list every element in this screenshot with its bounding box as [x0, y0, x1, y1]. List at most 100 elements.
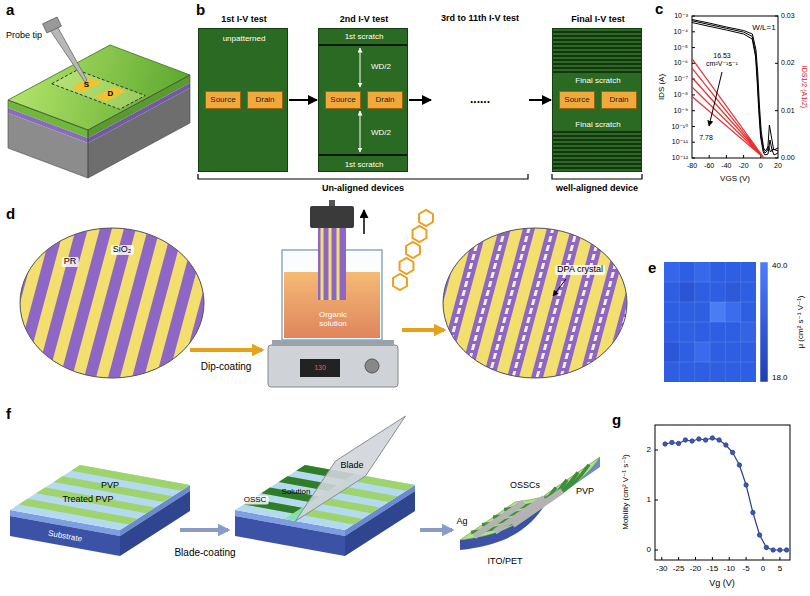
mobility-map-part [664, 262, 756, 382]
probe-tip-part [43, 17, 62, 33]
mobility-chart-part-part [757, 533, 761, 537]
device-block-part-part [71, 78, 102, 93]
transfer-chart-part [692, 20, 778, 153]
mobility-chart-part [663, 436, 789, 552]
mobility-chart-part-part [784, 548, 788, 552]
tick-label: -15 [707, 565, 719, 574]
dip-coater-part [393, 210, 433, 290]
tick-label: 0 [761, 565, 765, 574]
mobility-map-part [710, 362, 725, 382]
device-block [8, 45, 190, 178]
tick-label: 0 [759, 162, 763, 170]
mobility-chart-part [655, 450, 780, 560]
tick-label: 10⁻⁵ [674, 44, 688, 52]
annotation: Probe tip [6, 31, 42, 41]
flexible-device-part [474, 491, 562, 537]
patterned-wafer-part-part-part [159, 200, 227, 410]
mobility-chart-part-part [710, 436, 714, 440]
electrode-pad: Drain [247, 91, 283, 109]
patterned-wafer-part [0, 200, 252, 410]
annotation: 130 [314, 364, 326, 372]
axis-title: μ (cm² s⁻¹ V⁻¹) [797, 295, 806, 348]
transfer-chart-part [692, 59, 764, 158]
transfer-chart-part [692, 16, 778, 158]
annotation: Dip-coating [201, 361, 252, 372]
process-arrow-part [420, 528, 452, 532]
dip-coater-part [272, 340, 394, 346]
dip-coater-part [300, 359, 340, 377]
dip-coater [268, 200, 433, 387]
blade-coating-slab-part [296, 416, 406, 521]
device-frames-part [552, 28, 642, 172]
mobility-map-part [664, 262, 679, 282]
frame-note: ...... [470, 93, 490, 106]
tick-label: 10⁻¹⁰ [671, 123, 688, 131]
crystal-wafer-part [553, 279, 566, 296]
tick-label: 0.02 [781, 59, 795, 67]
annotation: OSSCs [510, 481, 540, 491]
electrode-pad: Drain [601, 91, 637, 109]
pvp-slab [10, 465, 190, 556]
panel-letter: c [655, 1, 663, 18]
electrode-label: Source [564, 96, 589, 105]
process-arrow-part [190, 348, 262, 352]
mobility-map-part [679, 322, 694, 342]
tick-label: -30 [656, 565, 668, 574]
electrode-pad: Drain [367, 91, 403, 109]
annotation: Blade-coating [174, 547, 235, 558]
mobility-chart-part-part [683, 438, 687, 442]
tick-label: -10 [723, 565, 735, 574]
electrode-label: Source [330, 96, 355, 105]
mobility-chart-part-part [676, 441, 680, 445]
frame-note: Final scratch [575, 77, 620, 86]
process-arrow-part [180, 528, 228, 532]
mobility-chart-part [665, 438, 787, 550]
mobility-map-part [695, 262, 710, 282]
device-block-part-part [95, 87, 126, 102]
tick-label: 5 [778, 565, 782, 574]
blade-coating-slab [235, 416, 415, 556]
step-arrow [529, 99, 551, 101]
annotation: 18.0 [772, 374, 788, 383]
device-block-part [8, 100, 88, 178]
tick-label: 0.03 [781, 12, 795, 20]
annotation: Un-aligned devices [322, 184, 404, 194]
tick-label: -20 [690, 565, 702, 574]
device-block-part-part [52, 70, 146, 109]
tick-label: 10⁻⁷ [674, 75, 688, 83]
crystal-wafer-part-part-part [432, 200, 656, 410]
mobility-chart-part-part [690, 439, 694, 443]
dip-coater-part [322, 228, 338, 300]
patterned-wafer-part [20, 228, 204, 378]
dip-coater-part-part [393, 274, 407, 290]
frame-note: unpatterned [223, 35, 266, 44]
step-heading: 2nd I-V test [340, 15, 389, 25]
device-block-part [8, 45, 190, 130]
annotation: Blade [340, 461, 363, 471]
tick-label: 2 [647, 446, 651, 455]
crystal-wafer-part [414, 200, 674, 410]
panel-letter: b [196, 2, 205, 19]
mobility-map-part [679, 282, 694, 302]
frame-note: WD/2 [371, 129, 391, 138]
patterned-wafer-part-part [0, 200, 252, 410]
annotation: Treated PVP [62, 495, 113, 505]
frame-note: 1st scratch [345, 33, 384, 42]
tick-label: -20 [739, 162, 749, 170]
mobility-chart-part-part [703, 438, 707, 442]
annotation: well-aligned device [556, 184, 638, 194]
mobility-map-part [741, 322, 756, 342]
mobility-map-part [664, 342, 679, 362]
annotation: Organic solution [308, 311, 358, 329]
tick-label: 0 [647, 546, 651, 555]
device-frames-part [552, 32, 642, 168]
device-frame: Final I-V testFinal scratchFinal scratch… [552, 28, 642, 172]
annotation: D [108, 90, 114, 99]
dip-coater-part-part [400, 258, 414, 274]
device-block-part-part [8, 45, 190, 130]
transfer-chart-part [709, 72, 722, 126]
tick-label: -25 [673, 565, 685, 574]
dip-coater-part [329, 200, 335, 206]
mobility-map-part [725, 282, 740, 302]
electrode-label: Drain [255, 96, 274, 105]
